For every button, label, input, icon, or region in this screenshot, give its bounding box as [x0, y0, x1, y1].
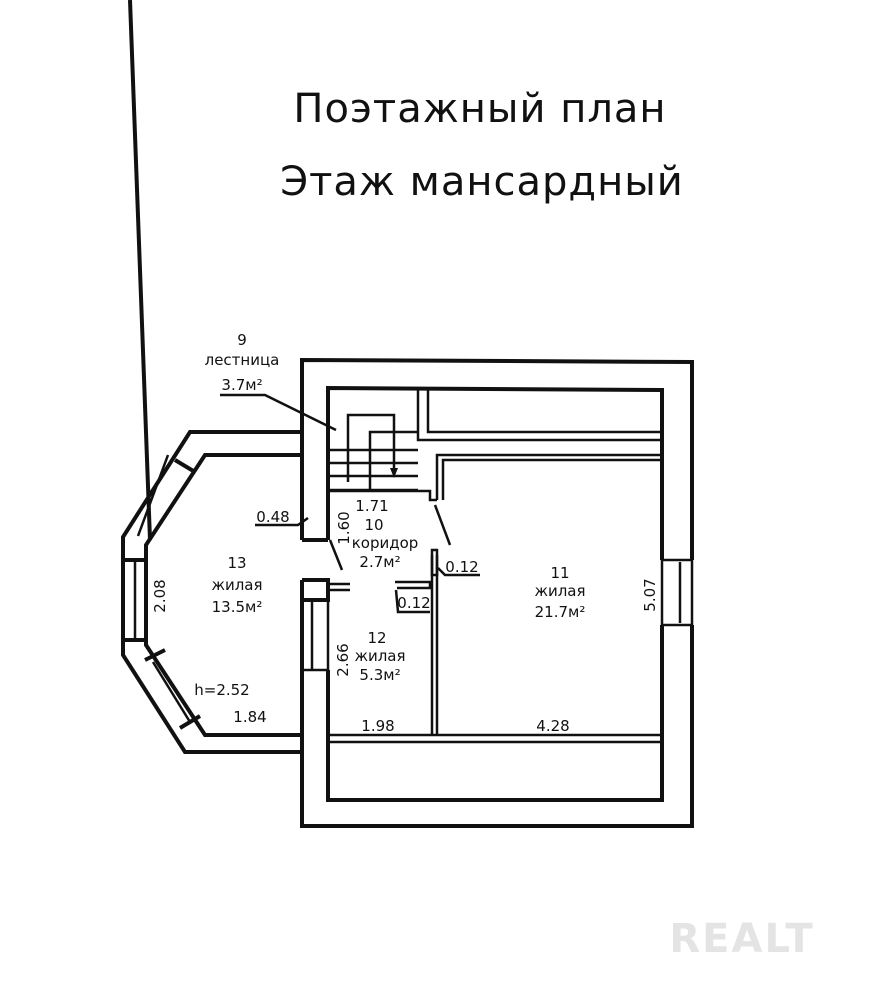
room-13-label: 13 жилая 13.5м² [211, 554, 262, 616]
room-9-label: 9 лестница 3.7м² [205, 331, 280, 394]
staircase [328, 413, 437, 502]
dimension: 0.48 [256, 508, 289, 526]
dimension: 2.66 [334, 643, 352, 676]
leader-lines [220, 393, 480, 614]
room-number: 11 [550, 564, 569, 582]
dimension: 1.84 [233, 708, 266, 726]
room-name: жилая [534, 582, 585, 600]
room-number: 10 [364, 516, 383, 534]
title-line-2: Этаж мансардный [280, 159, 684, 205]
room-area: 13.5м² [212, 598, 263, 616]
dimensions: 0.48 1.71 1.60 0.12 0.12 2.08 2.66 5.07 … [151, 497, 659, 735]
dimension: 5.07 [641, 578, 659, 611]
room-area: 2.7м² [359, 553, 400, 571]
title-line-1: Поэтажный план [293, 86, 666, 132]
dimension: 4.28 [536, 717, 569, 735]
room-11-label: 11 жилая 21.7м² [534, 564, 585, 621]
dimension: 1.98 [361, 717, 394, 735]
dimension: 0.12 [445, 558, 478, 576]
dimension: 1.60 [335, 511, 353, 544]
room-area: 5.3м² [359, 666, 400, 684]
room-area: 3.7м² [221, 376, 262, 394]
dimension: 2.08 [151, 579, 169, 612]
walls [121, 0, 694, 828]
room-name: жилая [211, 576, 262, 594]
room-number: 12 [367, 629, 386, 647]
room-area: 21.7м² [535, 603, 586, 621]
room-name: жилая [354, 647, 405, 665]
ceiling-height: h=2.52 [194, 681, 249, 699]
room-name: лестница [205, 351, 280, 369]
room-number: 9 [237, 331, 247, 349]
room-name: коридор [352, 534, 419, 552]
room-number: 13 [227, 554, 246, 572]
room-10-label: 10 коридор 2.7м² [352, 516, 419, 571]
room-12-label: 12 жилая 5.3м² [354, 629, 405, 684]
watermark-logo: REALT [669, 916, 814, 962]
dimension: 0.12 [397, 594, 430, 612]
dimension: 1.71 [355, 497, 388, 515]
